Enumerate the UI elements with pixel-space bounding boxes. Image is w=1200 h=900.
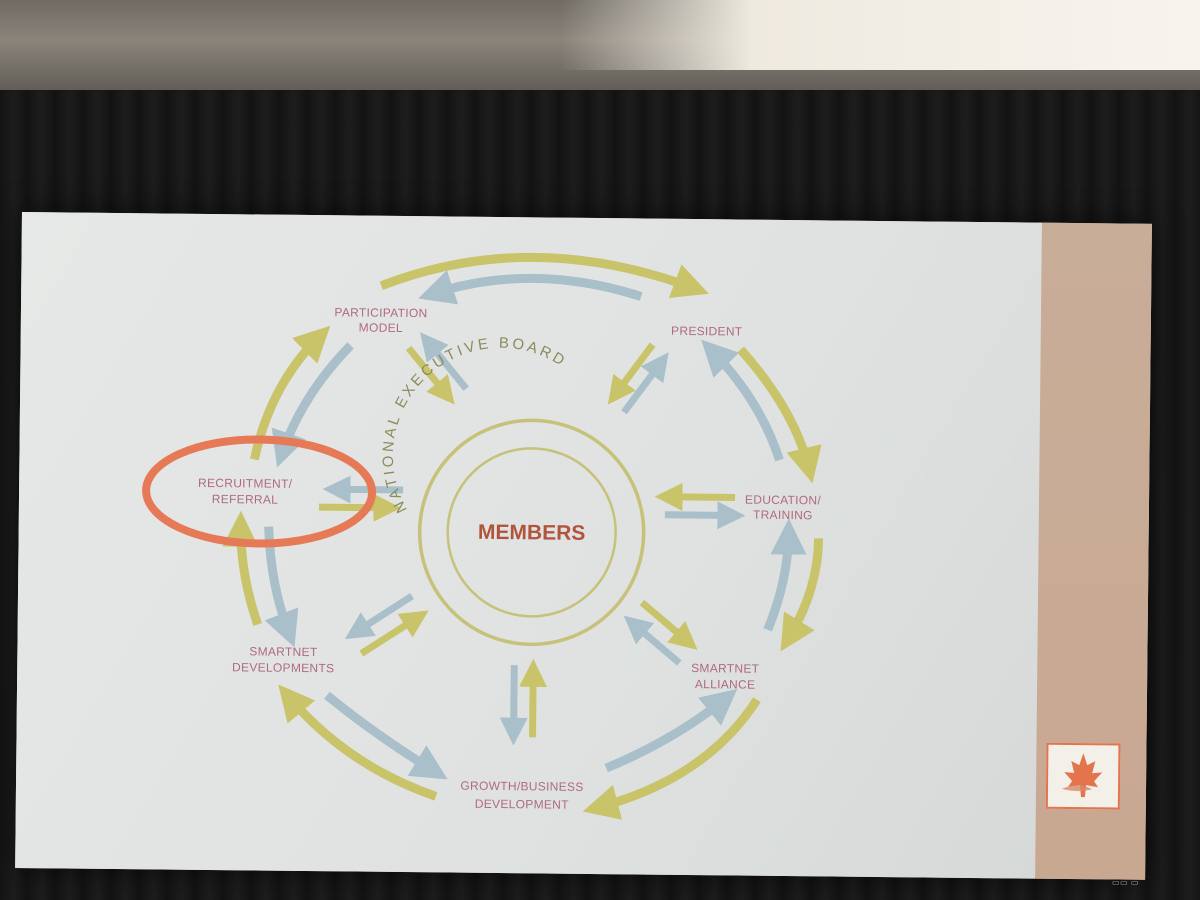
spoke-president-in	[607, 342, 656, 405]
arrow-alliance-to-growth	[582, 697, 761, 820]
node-education-line2: TRAINING	[753, 508, 813, 523]
spoke-growth-out	[499, 665, 528, 746]
spoke-participation-in	[405, 345, 455, 405]
arrow-growth-to-alliance	[604, 688, 738, 773]
node-recruitment-line1: RECRUITMENT/	[198, 476, 293, 491]
members-label: MEMBERS	[478, 521, 586, 545]
arrow-growth-to-developments	[278, 684, 438, 801]
highlight-circle	[142, 435, 377, 548]
node-developments-line1: SMARTNET	[249, 644, 318, 659]
arrow-education-to-president	[701, 339, 784, 462]
node-growth-line1: GROWTH/BUSINESS	[460, 779, 583, 794]
ceiling-light	[560, 0, 1200, 70]
spoke-participation-out	[420, 332, 469, 391]
node-participation-line2: MODEL	[359, 321, 403, 335]
arrow-president-to-participation	[418, 270, 643, 305]
node-alliance-line1: SMARTNET	[691, 661, 760, 676]
arrow-developments-to-recruitment	[222, 510, 262, 626]
arrow-education-to-alliance	[780, 538, 824, 652]
outer-ring	[417, 418, 646, 647]
inner-ring	[446, 447, 617, 618]
spoke-education-out	[664, 501, 746, 530]
node-alliance-line2: ALLIANCE	[695, 677, 756, 692]
spoke-developments-out	[344, 593, 414, 640]
arrow-alliance-to-education	[763, 518, 807, 632]
spoke-alliance-out	[623, 615, 682, 666]
node-president-line1: PRESIDENT	[671, 324, 743, 339]
spoke-alliance-in	[639, 599, 698, 650]
arrow-participation-to-president	[379, 252, 709, 299]
arrow-developments-to-growth	[324, 691, 448, 780]
spoke-education-in	[654, 482, 736, 511]
ring-text: NATIONAL EXECUTIVE BOARD	[379, 333, 570, 517]
spoke-recruitment-in	[318, 493, 402, 522]
arrow-president-to-education	[737, 346, 822, 484]
projection-screen: NATIONAL EXECUTIVE BOARD MEMBERS PARTICI…	[15, 212, 1152, 880]
node-growth-line2: DEVELOPMENT	[475, 797, 569, 812]
spoke-developments-in	[359, 610, 429, 657]
maple-leaf-icon	[1062, 753, 1103, 798]
arrow-recruitment-to-developments	[264, 526, 299, 648]
projector-label: ▭▭ ▭	[1112, 878, 1139, 887]
node-recruitment-line2: REFERRAL	[212, 492, 279, 507]
spoke-arrows	[318, 332, 746, 746]
cycle-diagram: NATIONAL EXECUTIVE BOARD MEMBERS PARTICI…	[142, 252, 824, 820]
spoke-president-out	[621, 352, 669, 415]
node-developments-line2: DEVELOPMENTS	[232, 660, 334, 675]
logo	[1045, 742, 1121, 810]
spoke-growth-in	[519, 658, 548, 738]
node-labels: PARTICIPATION MODEL PRESIDENT EDUCATION/…	[198, 305, 822, 812]
center-hub: NATIONAL EXECUTIVE BOARD MEMBERS	[379, 333, 646, 647]
node-education-line1: EDUCATION/	[745, 493, 822, 508]
node-participation-line1: PARTICIPATION	[334, 305, 427, 320]
